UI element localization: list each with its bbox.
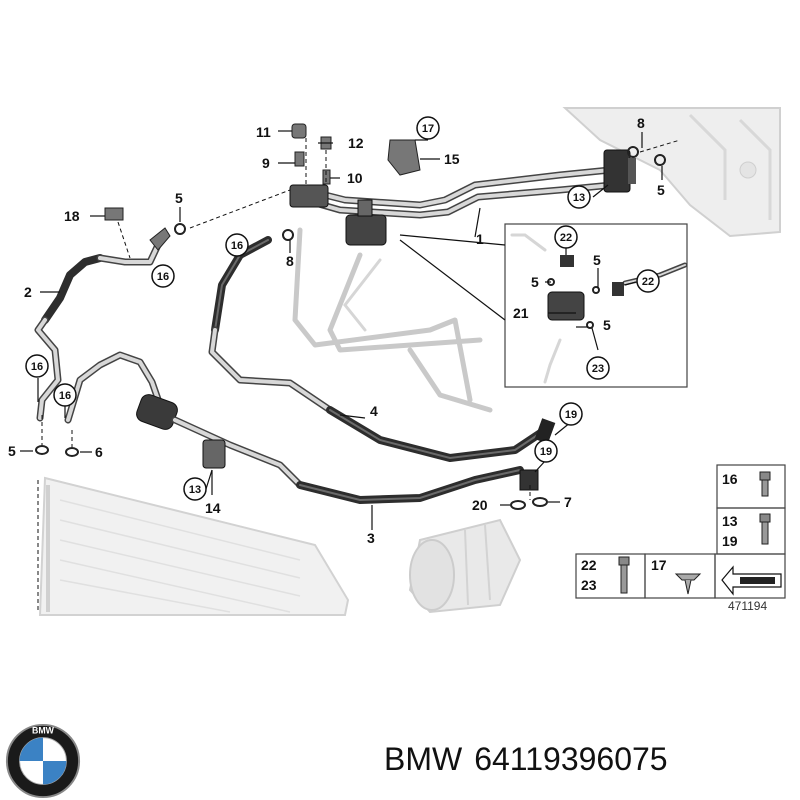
- callout-ref-number: 471194: [728, 599, 767, 613]
- callout-17: 17: [422, 123, 434, 135]
- callout-labels: 11 9 12 10 15 18 5 2 8 1 8 5 4 5 6 14 3 …: [8, 115, 767, 613]
- compressor-ghost: [408, 518, 522, 614]
- radiator-ghost: [37, 476, 350, 616]
- callout-4: 4: [370, 403, 378, 419]
- part-number: 64119396075: [474, 741, 668, 777]
- legend-22: 22: [581, 557, 597, 573]
- callout-13-a: 13: [573, 192, 585, 204]
- callout-6: 6: [95, 444, 103, 460]
- leader-lines: [20, 130, 681, 530]
- logo-text: BMW: [32, 726, 55, 736]
- callout-1: 1: [476, 231, 484, 247]
- callout-19-b: 19: [540, 446, 552, 458]
- callout-23: 23: [592, 363, 604, 375]
- callout-5-b: 5: [657, 182, 665, 198]
- callout-5-d: 5: [531, 274, 539, 290]
- legend-13: 13: [722, 513, 738, 529]
- callout-8-b: 8: [637, 115, 645, 131]
- brand-name: BMW: [384, 741, 463, 777]
- callout-5-c: 5: [8, 443, 16, 459]
- callout-22-b: 22: [642, 276, 654, 288]
- callout-7: 7: [564, 494, 572, 510]
- legend-19: 19: [722, 533, 738, 549]
- callout-12: 12: [348, 135, 364, 151]
- fastener-legend: 16 13 19 22 23 17: [575, 464, 786, 599]
- callout-16-b: 16: [231, 240, 243, 252]
- pressure-sensor-assembly: [289, 184, 387, 246]
- refrigerant-line-2: [34, 227, 171, 422]
- callout-16-a: 16: [157, 271, 169, 283]
- callout-9: 9: [262, 155, 270, 171]
- refrigerant-line-1: [301, 166, 616, 219]
- callout-18: 18: [64, 208, 80, 224]
- callout-14: 14: [205, 500, 221, 516]
- callout-10: 10: [347, 170, 363, 186]
- callout-5-f: 5: [603, 317, 611, 333]
- callout-22-a: 22: [560, 232, 572, 244]
- callout-13-b: 13: [189, 484, 201, 496]
- callout-20: 20: [472, 497, 488, 513]
- context-pipes-ghost: [292, 227, 493, 413]
- bmw-logo: BMW: [5, 723, 81, 799]
- callout-2: 2: [24, 284, 32, 300]
- circled-callouts: 17 16 16 13 16 16 13 19 19 22 22 23: [25, 116, 660, 501]
- callout-8-a: 8: [286, 253, 294, 269]
- callout-16-c: 16: [31, 361, 43, 373]
- callout-5-a: 5: [175, 190, 183, 206]
- legend-17: 17: [651, 557, 667, 573]
- brand-caption: BMW 64119396075: [384, 741, 680, 778]
- callout-19-a: 19: [565, 409, 577, 421]
- legend-23: 23: [581, 577, 597, 593]
- callout-16-d: 16: [59, 390, 71, 402]
- expansion-valve-block: [603, 149, 636, 193]
- callout-11: 11: [256, 124, 271, 140]
- callout-5-e: 5: [593, 252, 601, 268]
- hvac-housing-ghost: [562, 107, 781, 238]
- callout-15: 15: [444, 151, 460, 167]
- callout-21: 21: [513, 305, 529, 321]
- legend-16: 16: [722, 471, 738, 487]
- refrigerant-line-4: [208, 236, 556, 462]
- callout-3: 3: [367, 530, 375, 546]
- refrigerant-line-3: [64, 351, 524, 504]
